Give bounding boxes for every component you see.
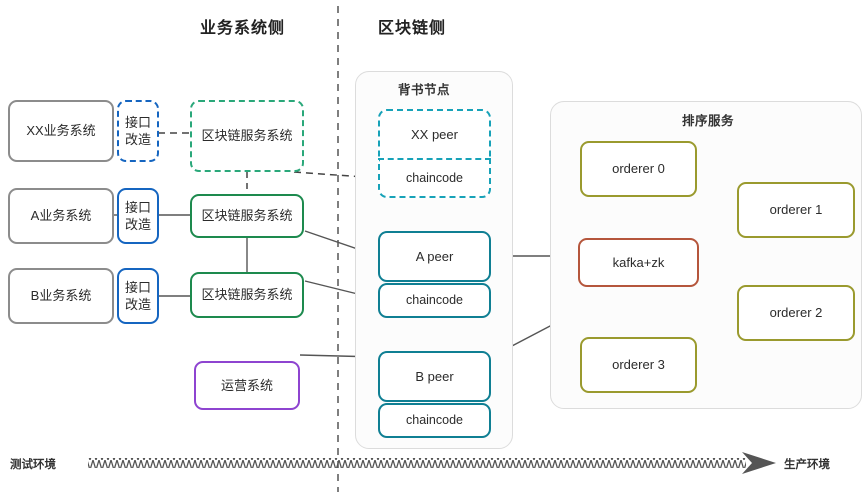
endorsing-node-panel-title: 背书节点 [398, 83, 451, 97]
blockchain-service-system-xx[interactable]: 区块链服务系统 [190, 100, 304, 172]
orderer-2-label: orderer 2 [769, 305, 823, 321]
peer-a-chaincode-label: chaincode [406, 293, 463, 308]
kafka-zk[interactable]: kafka+zk [578, 238, 699, 287]
business-system-b[interactable]: B业务系统 [8, 268, 114, 324]
business-system-xx-label: XX业务系统 [26, 123, 96, 139]
interface-adapter-xx[interactable]: 接口 改造 [117, 100, 159, 162]
blockchain-service-system-a-label: 区块链服务系统 [201, 208, 293, 224]
peer-xx-chaincode[interactable]: chaincode [378, 158, 491, 198]
interface-adapter-b-line2: 改造 [124, 297, 151, 312]
ops-system[interactable]: 运营系统 [194, 361, 300, 410]
orderer-3[interactable]: orderer 3 [580, 337, 697, 393]
blockchain-service-system-b-label: 区块链服务系统 [201, 287, 293, 303]
interface-adapter-xx-line2: 改造 [124, 132, 151, 147]
orderer-2[interactable]: orderer 2 [737, 285, 855, 341]
orderer-0-label: orderer 0 [612, 161, 665, 177]
ops-system-label: 运营系统 [220, 377, 273, 393]
business-system-a[interactable]: A业务系统 [8, 188, 114, 244]
orderer-3-label: orderer 3 [612, 357, 665, 373]
environment-arrow [88, 452, 776, 474]
blockchain-service-system-b[interactable]: 区块链服务系统 [190, 272, 304, 318]
interface-adapter-b-line1: 接口 [124, 279, 151, 295]
peer-a-label: A peer [415, 248, 454, 264]
interface-adapter-a[interactable]: 接口 改造 [117, 188, 159, 244]
blockchain-service-system-xx-label: 区块链服务系统 [201, 128, 293, 144]
interface-adapter-b[interactable]: 接口 改造 [117, 268, 159, 324]
business-system-b-label: B业务系统 [30, 288, 92, 304]
interface-adapter-xx-line1: 接口 [124, 114, 151, 130]
peer-xx-label: XX peer [411, 126, 458, 142]
interface-adapter-a-line1: 接口 [124, 199, 151, 215]
blockchain-side-title: 区块链侧 [378, 20, 447, 37]
interface-adapter-a-line2: 改造 [124, 217, 151, 232]
peer-b-chaincode[interactable]: chaincode [378, 403, 491, 438]
peer-xx[interactable]: XX peer [378, 109, 491, 158]
peer-b-label: B peer [415, 368, 454, 384]
kafka-zk-label: kafka+zk [612, 254, 665, 270]
business-system-xx[interactable]: XX业务系统 [8, 100, 114, 162]
blockchain-service-system-a[interactable]: 区块链服务系统 [190, 194, 304, 238]
peer-a[interactable]: A peer [378, 231, 491, 282]
orderer-1[interactable]: orderer 1 [737, 182, 855, 238]
ordering-service-panel-title: 排序服务 [682, 114, 735, 128]
peer-a-chaincode[interactable]: chaincode [378, 283, 491, 318]
peer-b-chaincode-label: chaincode [406, 413, 463, 428]
business-side-title: 业务系统侧 [200, 20, 286, 37]
business-system-a-label: A业务系统 [30, 208, 92, 224]
orderer-0[interactable]: orderer 0 [580, 141, 697, 197]
environment-left-label: 测试环境 [10, 459, 56, 471]
peer-b[interactable]: B peer [378, 351, 491, 402]
peer-xx-chaincode-label: chaincode [406, 170, 463, 185]
environment-right-label: 生产环境 [784, 459, 830, 471]
orderer-1-label: orderer 1 [769, 202, 823, 218]
